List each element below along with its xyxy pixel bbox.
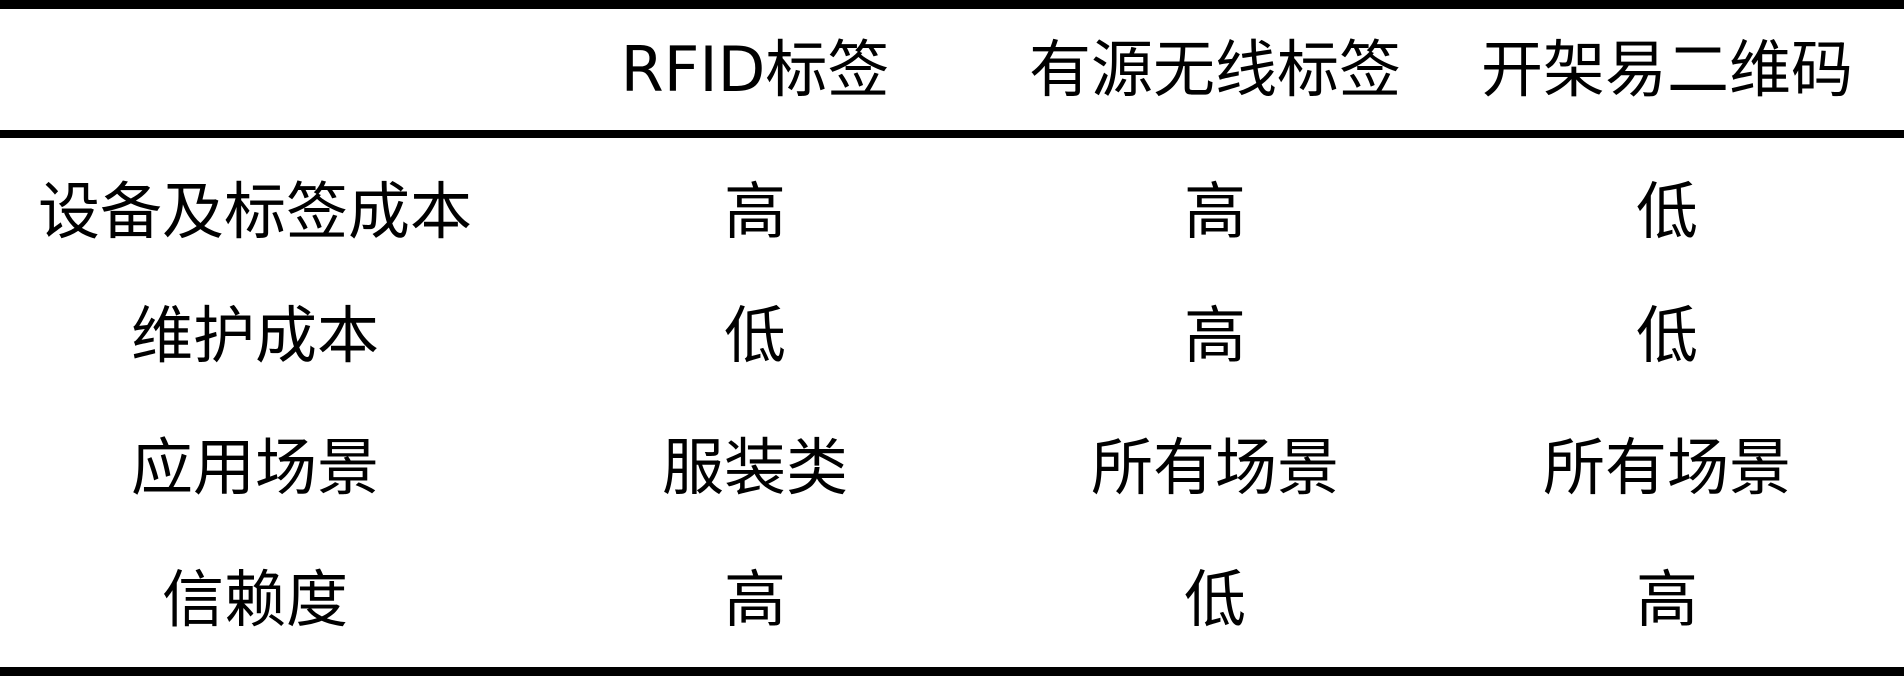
table-cell: 高 [723,175,786,248]
table-cell: 所有场景 [1090,431,1339,504]
table-header-rule [0,130,1904,138]
header-gap-row [0,130,1904,138]
table-cell: 高 [1635,563,1698,636]
row-label: 设备及标签成本 [37,175,472,248]
header-cell-qr-code: 开架易二维码 [1480,32,1853,106]
header-cell-empty [0,9,510,130]
comparison-table: RFID标签 有源无线标签 开架易二维码 设备及标签成本 高 高 低 维护成本 … [0,9,1904,666]
table-top-rule [0,0,1904,9]
row-label: 应用场景 [130,431,379,504]
table-cell: 低 [723,299,786,372]
table-row: 信赖度 高 低 高 [0,534,1904,666]
table-cell: 高 [1183,299,1246,372]
table-cell: 低 [1183,563,1246,636]
row-label: 信赖度 [161,563,348,636]
table-row: 维护成本 低 高 低 [0,270,1904,402]
header-cell-active-wireless-tag: 有源无线标签 [1028,32,1401,106]
table-row: 设备及标签成本 高 高 低 [0,138,1904,270]
header-cell-rfid-tag: RFID标签 [620,32,890,106]
table-header: RFID标签 有源无线标签 开架易二维码 [0,9,1904,130]
table-cell: 高 [1183,175,1246,248]
table-cell: 所有场景 [1542,431,1791,504]
table-row: 应用场景 服装类 所有场景 所有场景 [0,402,1904,534]
row-label: 维护成本 [130,299,379,372]
table-cell: 低 [1635,175,1698,248]
table-cell: 高 [723,563,786,636]
table-bottom-rule [0,667,1904,676]
table-body: 设备及标签成本 高 高 低 维护成本 低 高 低 应用场景 服装类 所有场景 所… [0,130,1904,666]
table-cell: 低 [1635,299,1698,372]
header-row: RFID标签 有源无线标签 开架易二维码 [0,9,1904,130]
table-cell: 服装类 [661,431,848,504]
